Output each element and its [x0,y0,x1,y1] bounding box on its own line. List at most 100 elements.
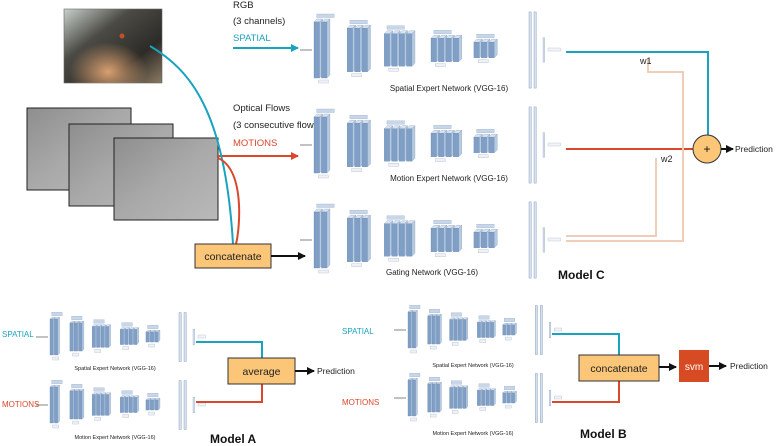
conv-block [452,224,463,253]
prediction-label-a: Prediction [317,366,355,376]
conv-block [445,129,455,158]
conv-block [391,220,401,257]
w1-label: w1 [639,56,652,66]
motion-expert-network [300,106,561,184]
concatenate-label: concatenate [204,251,261,263]
concatenate-box-b: concatenate [578,354,660,382]
conv-block [488,38,498,59]
conv-block [78,388,85,420]
conv-block [406,220,416,257]
conv-block [480,133,491,154]
conv-block [383,30,394,67]
conv-block [430,34,440,63]
conv-block [438,129,448,158]
conv-block [453,385,460,409]
conv-block [452,129,463,158]
svm-box: svm [679,350,709,382]
model-b-motion-caption: Motion Expert Network (VGG-16) [433,431,514,437]
model-b-spatial-label: SPATIAL [342,327,374,336]
conv-block [313,18,323,79]
model-a-spatial-line [196,341,263,358]
conv-block [354,214,364,263]
conv-block [383,125,394,162]
conv-block [313,113,323,174]
conv-block [452,34,463,63]
conv-block [398,125,408,162]
conv-block [406,125,416,162]
model-b-motion-line [552,381,620,403]
conv-block [346,24,357,73]
model-c-title: Model C [558,268,605,282]
model-a-title: Model A [210,432,257,446]
conv-block [506,322,513,336]
rgb-input-image [63,8,163,84]
motion-network-caption: Motion Expert Network (VGG-16) [390,174,508,183]
gating-weight-line-w1 [566,58,684,242]
flow-to-concatenate-curve [217,157,241,245]
conv-block [488,133,498,154]
conv-block [354,119,364,168]
rgb-label: RGB [233,0,254,11]
rgb-to-concatenate-curve [149,45,234,245]
conv-block [313,208,323,269]
optical-flow-images [26,107,219,221]
conv-block [480,38,491,59]
conv-block [391,125,401,162]
sum-node: + [692,134,722,164]
model-b-motion-network [394,373,562,423]
spatial-output-line [566,51,709,137]
prediction-label-b: Prediction [730,361,768,371]
conv-block [391,30,401,67]
average-label: average [243,366,281,378]
model-b-spatial-network [394,305,562,355]
conv-block [398,220,408,257]
model-a-motion-caption: Motion Expert Network (VGG-16) [75,435,156,441]
average-box: average [227,357,296,385]
conv-block [445,34,455,63]
motions-label: MOTIONS [233,138,277,149]
conv-block [383,220,394,257]
conv-block [321,208,331,269]
conv-block [361,24,371,73]
conv-block [436,381,442,413]
model-b-spatial-line [552,333,620,355]
conv-block [361,119,371,168]
concatenate-label-b: concatenate [590,363,647,375]
model-a-spatial-caption: Spatial Expert Network (VGG-16) [74,366,155,372]
conv-block [54,384,60,424]
conv-block [133,327,140,345]
conv-block [321,113,331,174]
model-a-motion-network [36,380,206,430]
plus-sign: + [703,142,710,156]
conv-block [511,322,517,336]
conv-block [462,385,469,409]
conv-block [490,388,496,406]
concatenate-box-c: concatenate [194,243,272,269]
spatial-network-caption: Spatial Expert Network (VGG-16) [390,84,509,93]
optical-flows-label: Optical Flows [233,103,290,114]
conv-block [354,24,364,73]
conv-block [154,329,161,343]
conv-block [490,320,496,338]
conv-block [430,224,440,253]
gating-network [300,201,561,279]
conv-block [430,129,440,158]
model-b-spatial-caption: Spatial Expert Network (VGG-16) [432,363,513,369]
conv-block [406,30,416,67]
conv-block [436,313,442,345]
conv-block [445,224,455,253]
conv-block [105,324,111,348]
model-b-motions-label: MOTIONS [342,398,379,407]
conv-block [462,317,469,341]
conv-block [511,390,517,404]
conv-block [133,395,140,413]
conv-block [54,316,60,356]
conv-block [154,397,161,411]
conv-block [346,214,357,263]
spatial-label: SPATIAL [233,33,271,44]
svm-label: svm [685,362,703,373]
consecutive-flows-label: (3 consecutive flows) [233,120,322,131]
model-a-motion-line [196,384,263,403]
conv-block [488,228,498,249]
